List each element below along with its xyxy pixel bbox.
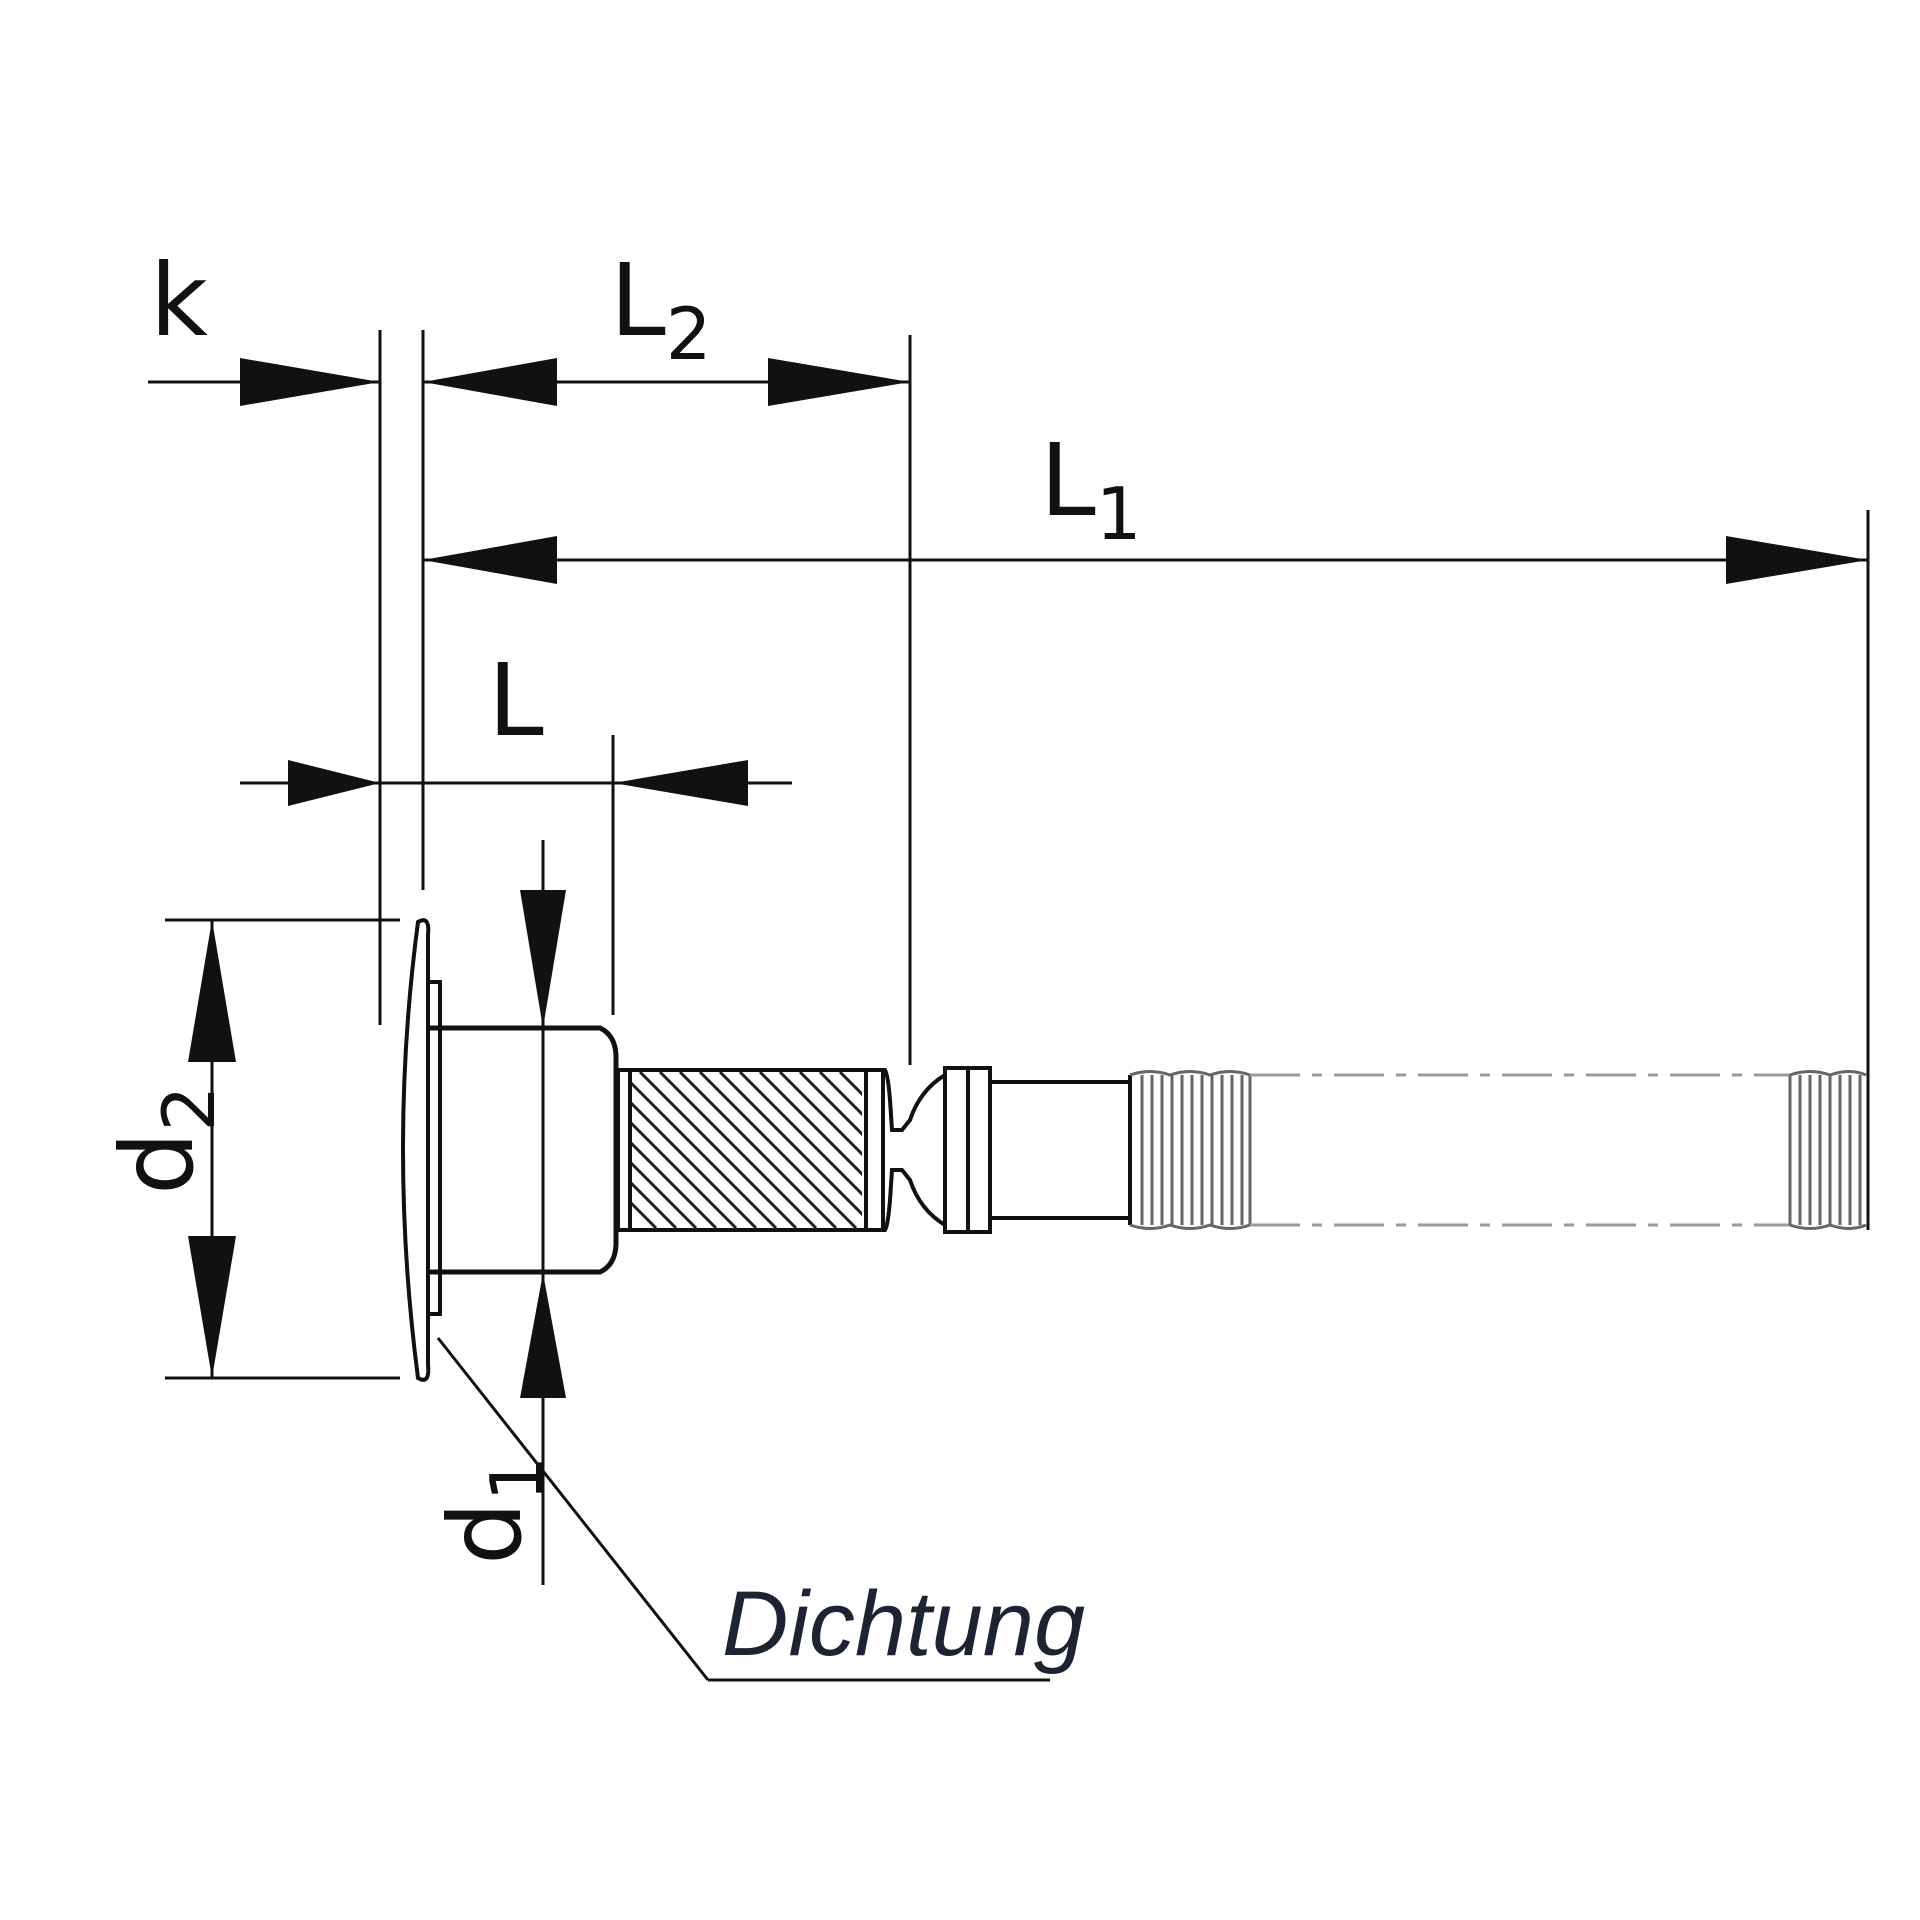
- arrow-l-right: [613, 760, 748, 806]
- mandrel-stem: [990, 1080, 1132, 1220]
- arrow-k-left: [240, 358, 380, 406]
- rivet-sleeve: [428, 1025, 619, 1275]
- label-dichtung: Dichtung: [722, 1573, 1085, 1675]
- extension-lines: [165, 330, 1870, 1380]
- arrow-l-left: [288, 760, 380, 806]
- dimension-l1: L1: [423, 422, 1868, 584]
- seal-callout: Dichtung: [436, 1337, 1085, 1682]
- seal-washer: [426, 980, 442, 1316]
- mandrel-phantom: [1250, 1073, 1790, 1227]
- arrow-d1-bottom: [520, 1273, 566, 1398]
- label-l1: L1: [1040, 422, 1142, 556]
- label-l2: L2: [610, 242, 712, 376]
- mandrel-thread: [1128, 1070, 1252, 1230]
- label-k: k: [150, 242, 208, 359]
- mandrel-end-thread: [1788, 1070, 1867, 1230]
- dimension-l: L: [240, 642, 792, 806]
- knurled-section: [616, 1068, 868, 1232]
- dimension-d2: d2: [99, 920, 236, 1378]
- arrow-l1-right: [1726, 536, 1868, 584]
- arrow-d1-top: [520, 890, 566, 1028]
- arrow-l1-left: [423, 536, 557, 584]
- arrow-d2-top: [188, 920, 236, 1062]
- arrow-l2-right: [768, 358, 910, 406]
- arrow-d2-bottom: [188, 1236, 236, 1378]
- break-neck: [866, 1066, 992, 1234]
- dimension-l2: L2: [423, 242, 910, 406]
- label-l: L: [488, 642, 544, 759]
- label-d1: d1: [427, 1456, 559, 1565]
- rivet-head: [401, 918, 431, 1382]
- rivet-part: [401, 918, 1867, 1382]
- label-d2: d2: [99, 1086, 231, 1195]
- dimension-d1: d1: [427, 840, 566, 1585]
